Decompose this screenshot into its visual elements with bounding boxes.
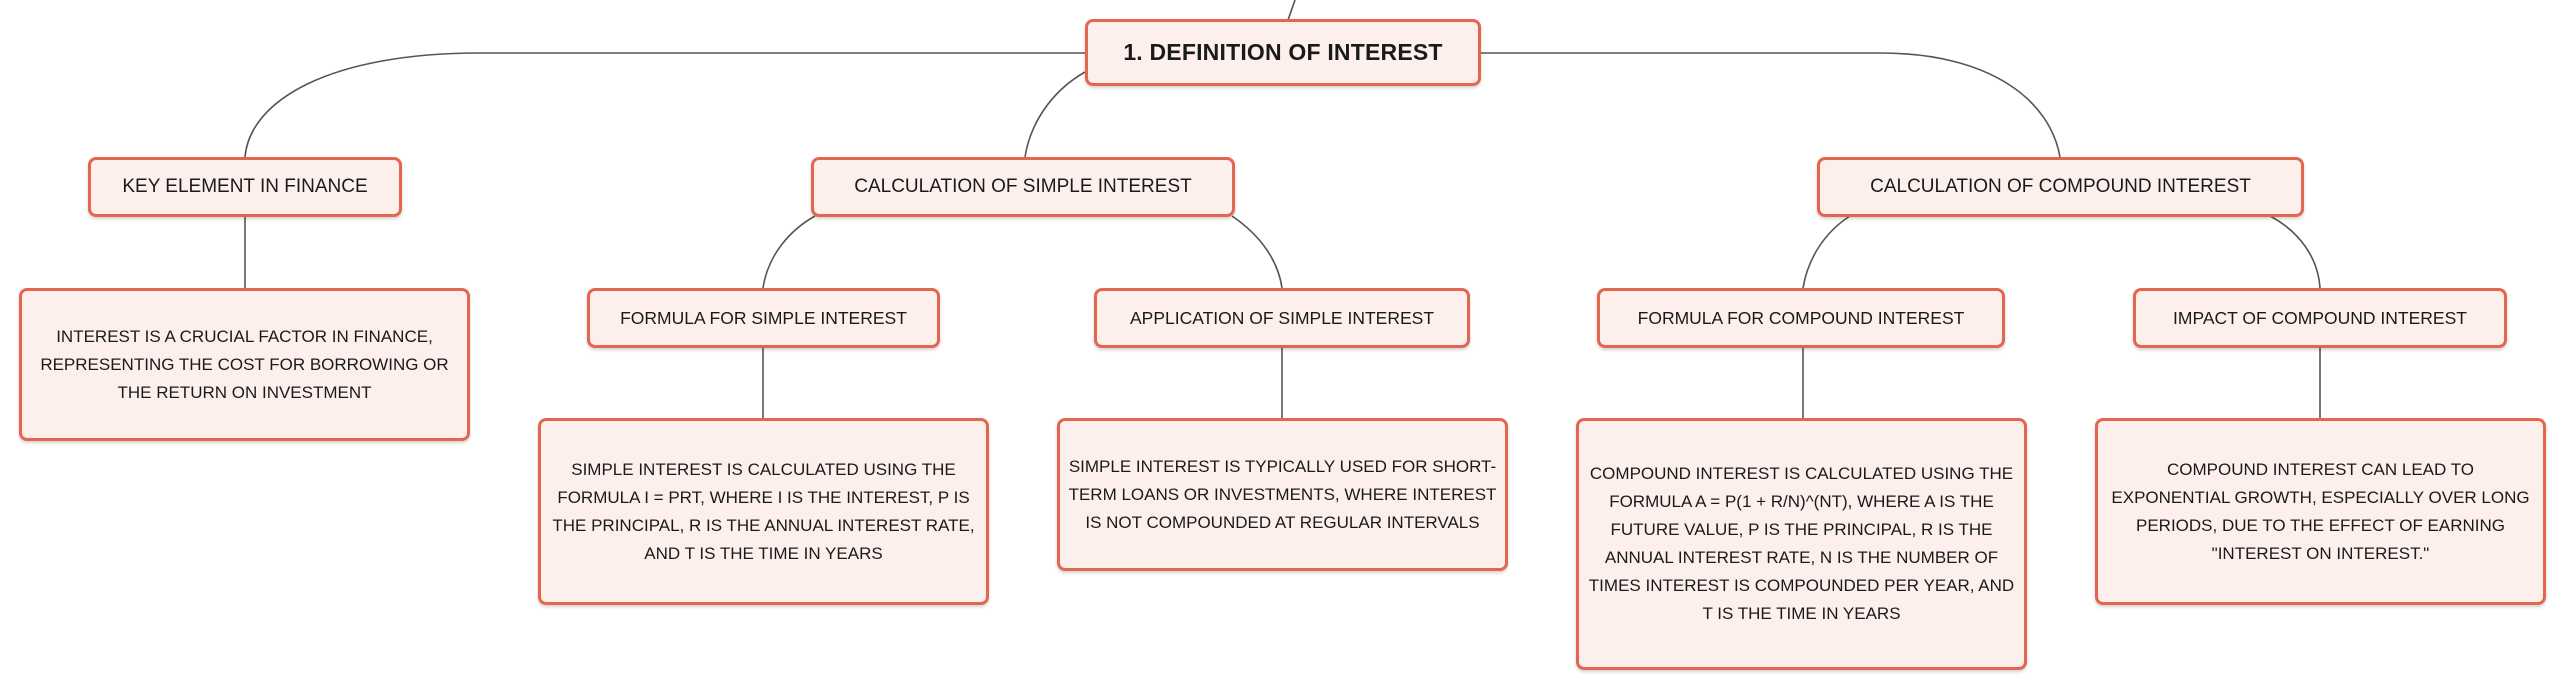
subtopic-impact-of-compound-interest[interactable]: IMPACT OF COMPOUND INTEREST	[2133, 288, 2507, 348]
root-topic[interactable]: 1. DEFINITION OF INTEREST	[1085, 19, 1481, 86]
subtopic-label: FORMULA FOR SIMPLE INTEREST	[620, 307, 907, 328]
topic-calculation-of-compound-interest[interactable]: CALCULATION OF COMPOUND INTEREST	[1817, 157, 2304, 217]
connector-simple-application	[1231, 215, 1283, 289]
topic-label: CALCULATION OF COMPOUND INTEREST	[1870, 176, 2251, 197]
connector-root-simple	[1024, 71, 1086, 158]
connector-compound-formula	[1802, 215, 1851, 289]
detail-text: SIMPLE INTEREST IS CALCULATED USING THE …	[552, 459, 975, 563]
connector-root-key-element	[244, 52, 1085, 158]
detail-text: INTEREST IS A CRUCIAL FACTOR IN FINANCE,…	[40, 326, 449, 402]
subtopic-formula-for-compound-interest[interactable]: FORMULA FOR COMPOUND INTEREST	[1597, 288, 2005, 348]
connector-root-compound	[1480, 52, 2061, 158]
connector-simple-formula	[762, 215, 816, 289]
detail-formula-for-compound-interest[interactable]: COMPOUND INTEREST IS CALCULATED USING TH…	[1576, 418, 2027, 670]
detail-text: SIMPLE INTEREST IS TYPICALLY USED FOR SH…	[1068, 456, 1497, 532]
detail-key-element-in-finance[interactable]: INTEREST IS A CRUCIAL FACTOR IN FINANCE,…	[19, 288, 470, 441]
topic-key-element-in-finance[interactable]: KEY ELEMENT IN FINANCE	[88, 157, 402, 217]
subtopic-label: APPLICATION OF SIMPLE INTEREST	[1129, 307, 1435, 328]
subtopic-application-of-simple-interest[interactable]: APPLICATION OF SIMPLE INTEREST	[1094, 288, 1470, 348]
subtopic-label: FORMULA FOR COMPOUND INTEREST	[1637, 307, 1965, 328]
root-topic-label: 1. DEFINITION OF INTEREST	[1123, 39, 1443, 65]
topic-label: KEY ELEMENT IN FINANCE	[122, 176, 368, 197]
detail-formula-for-simple-interest[interactable]: SIMPLE INTEREST IS CALCULATED USING THE …	[538, 418, 989, 605]
connector-compound-impact	[2269, 215, 2321, 289]
subtopic-label: IMPACT OF COMPOUND INTEREST	[2173, 307, 2467, 328]
topic-calculation-of-simple-interest[interactable]: CALCULATION OF SIMPLE INTEREST	[811, 157, 1235, 217]
detail-text: COMPOUND INTEREST IS CALCULATED USING TH…	[1588, 464, 2015, 623]
subtopic-formula-for-simple-interest[interactable]: FORMULA FOR SIMPLE INTEREST	[587, 288, 940, 348]
detail-application-of-simple-interest[interactable]: SIMPLE INTEREST IS TYPICALLY USED FOR SH…	[1057, 418, 1508, 571]
detail-impact-of-compound-interest[interactable]: COMPOUND INTEREST CAN LEAD TO EXPONENTIA…	[2095, 418, 2546, 605]
detail-text: COMPOUND INTEREST CAN LEAD TO EXPONENTIA…	[2111, 459, 2530, 563]
connector-root-parent	[1287, 0, 1296, 21]
topic-label: CALCULATION OF SIMPLE INTEREST	[854, 176, 1192, 197]
